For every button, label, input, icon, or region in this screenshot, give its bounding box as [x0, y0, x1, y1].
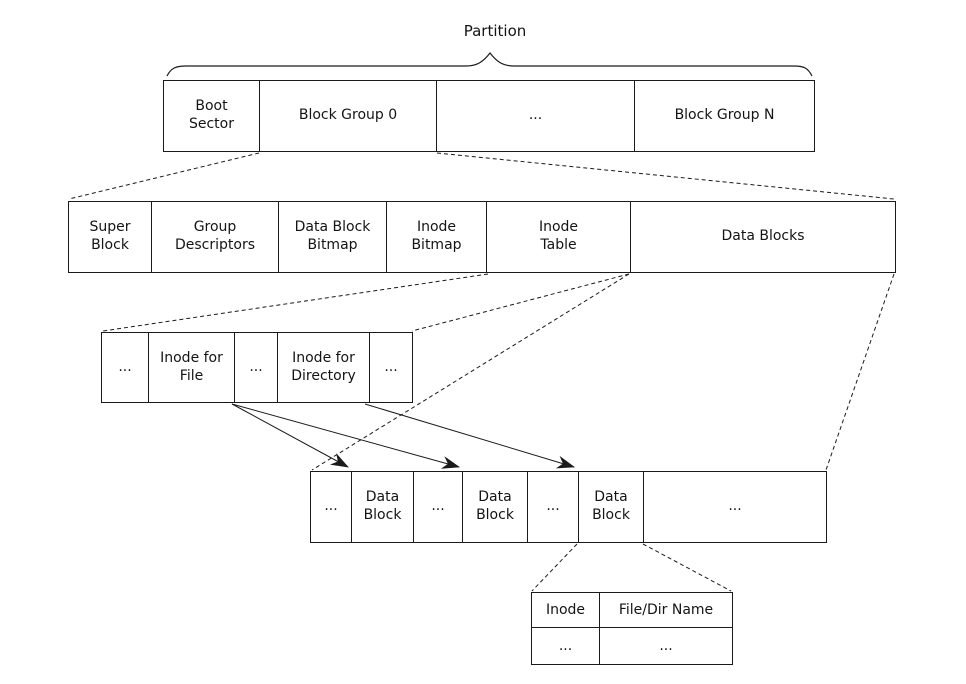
cell-group-descriptors: Group Descriptors: [152, 202, 279, 272]
expand-line-datablocks-right: [825, 273, 895, 471]
expand-line-inodetable-right: [411, 273, 630, 332]
cell-datablock-ellipsis-4: ...: [728, 498, 742, 515]
partition-brace: [166, 52, 813, 77]
dir-table-header-inode: Inode: [532, 593, 600, 628]
dir-table-header-name: File/Dir Name: [600, 593, 732, 628]
cell-inode-ellipsis-1: ...: [102, 333, 149, 402]
cell-inode-ellipsis-2: ...: [235, 333, 278, 402]
expand-line-inodetable-left: [102, 273, 489, 332]
partition-title: Partition: [463, 22, 527, 40]
cell-data-block-2: Data Block: [463, 472, 528, 542]
cell-block-group-0: Block Group 0: [260, 81, 437, 151]
cell-partition-ellipsis: ...: [437, 81, 635, 151]
file-inode-arrow-1: [231, 403, 349, 468]
cell-datablock-ellipsis-2: ...: [414, 472, 463, 542]
cell-super-block: Super Block: [69, 202, 152, 272]
cell-boot-sector: Boot Sector: [164, 81, 260, 151]
block-group-row: Super Block Group Descriptors Data Block…: [68, 201, 896, 273]
partition-row: Boot Sector Block Group 0 ... Block Grou…: [163, 80, 815, 152]
cell-datablock-ellipsis-1: ...: [311, 472, 352, 542]
cell-data-block-bitmap: Data Block Bitmap: [279, 202, 387, 272]
cell-data-block-1: Data Block: [352, 472, 414, 542]
dir-table-cell-inode: ...: [532, 628, 600, 664]
directory-entry-table: Inode File/Dir Name ... ...: [531, 592, 733, 665]
directory-inode-arrow: [364, 403, 575, 469]
dir-table-cell-name: ...: [659, 638, 673, 654]
expand-line-datablocks-left: [311, 273, 630, 471]
expand-line-dirblock-left: [531, 543, 578, 592]
cell-data-block-3: Data Block: [579, 472, 644, 542]
inode-table-row: ... Inode for File ... Inode for Directo…: [101, 332, 413, 403]
cell-inode-for-file: Inode for File: [149, 333, 235, 402]
cell-inode-bitmap: Inode Bitmap: [387, 202, 487, 272]
cell-block-group-n: Block Group N: [674, 107, 775, 124]
expand-line-blockgroup-right: [436, 152, 895, 200]
data-block-row: ... Data Block ... Data Block ... Data B…: [310, 471, 827, 543]
cell-datablock-ellipsis-3: ...: [528, 472, 579, 542]
cell-inode-ellipsis-3: ...: [384, 358, 398, 375]
cell-inode-table: Inode Table: [487, 202, 631, 272]
cell-inode-for-directory: Inode for Directory: [278, 333, 370, 402]
file-inode-arrow-2: [231, 403, 460, 469]
expand-line-dirblock-right: [642, 543, 732, 592]
expand-line-blockgroup-left: [68, 152, 260, 200]
cell-data-blocks: Data Blocks: [721, 228, 805, 245]
